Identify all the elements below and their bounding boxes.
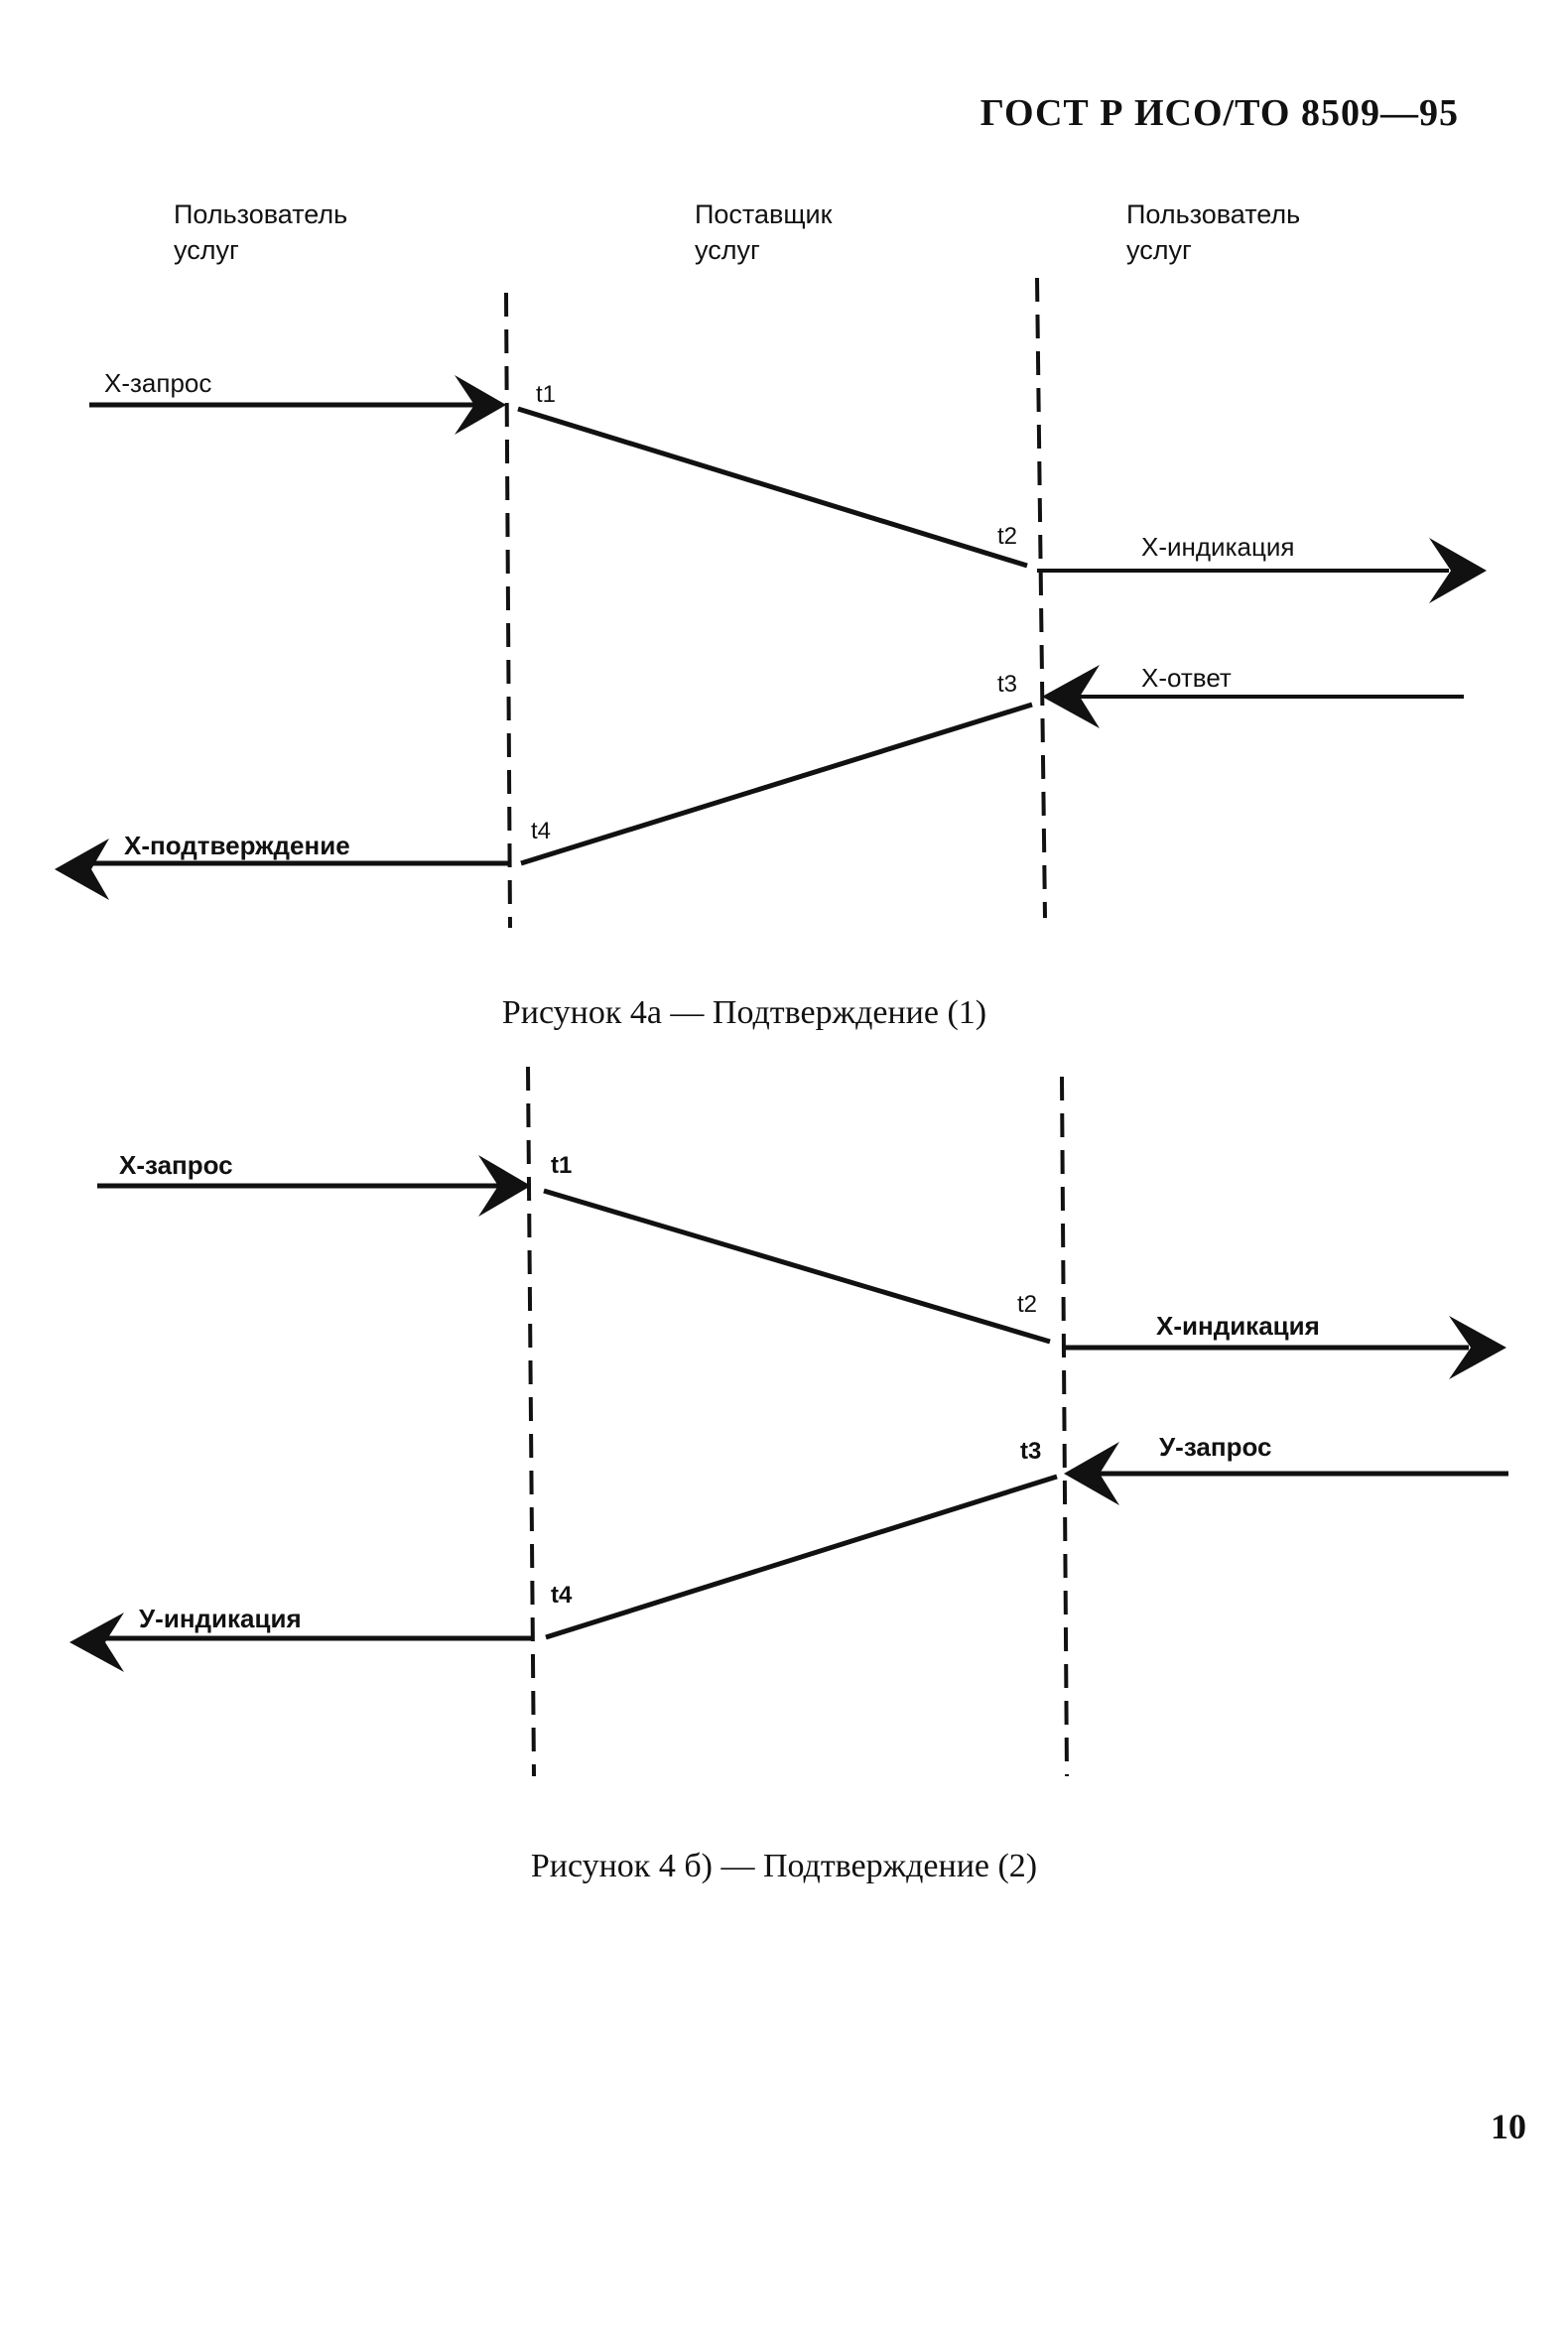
y-indication-arrowhead xyxy=(69,1613,124,1672)
label-request-a: Х-запрос xyxy=(104,368,211,398)
label-confirmation-a: Х-подтверждение xyxy=(124,831,350,860)
time-label-t3-b: t3 xyxy=(1020,1438,1041,1465)
time-label-t4-b: t4 xyxy=(551,1582,573,1609)
column-heading-middle: Поставщик услуг xyxy=(695,196,832,268)
column-heading-left-line2: услуг xyxy=(174,235,239,265)
indication-arrowhead xyxy=(1429,538,1487,603)
column-heading-middle-line2: услуг xyxy=(695,235,760,265)
time-label-t2-b: t2 xyxy=(1017,1291,1037,1318)
time-label-t4-a: t4 xyxy=(531,818,551,844)
message-line-t1-t2 xyxy=(517,406,1028,569)
lifeline-user-left-b xyxy=(526,1066,536,1777)
figure-4b-labels: Х-запрос Х-индикация У-запрос У-индикаци… xyxy=(119,1150,1320,1633)
figure-4a-labels: Х-запрос Х-индикация Х-ответ Х-подтвержд… xyxy=(104,368,1294,860)
figure-4b xyxy=(69,1066,1508,1777)
column-heading-right-line1: Пользователь xyxy=(1126,199,1301,229)
label-response-a: Х-ответ xyxy=(1141,663,1232,693)
document-code: ГОСТ Р ИСО/ТО 8509—95 xyxy=(980,92,1459,134)
column-heading-right-line2: услуг xyxy=(1126,235,1192,265)
confirmation-arrowhead xyxy=(55,839,109,900)
message-line-t1-t2-b xyxy=(543,1188,1051,1345)
time-label-t1-a: t1 xyxy=(536,381,556,408)
figure-caption-4b: Рисунок 4 б) — Подтверждение (2) xyxy=(530,1848,1038,1884)
label-indication-a: Х-индикация xyxy=(1141,532,1294,562)
label-request-b: Х-запрос xyxy=(119,1150,233,1180)
y-request-arrowhead xyxy=(1064,1442,1119,1505)
page-number: 10 xyxy=(1491,2107,1526,2146)
request-arrowhead-b xyxy=(478,1155,531,1217)
indication-arrowhead-b xyxy=(1449,1316,1506,1379)
time-label-t2-a: t2 xyxy=(997,523,1017,550)
figure-caption-4a: Рисунок 4а — Подтверждение (1) xyxy=(501,994,987,1031)
request-arrowhead xyxy=(455,375,506,435)
label-y-indication: У-индикация xyxy=(139,1604,302,1633)
message-line-t3-t4-b xyxy=(545,1474,1058,1640)
column-heading-left-line1: Пользователь xyxy=(174,199,348,229)
column-heading-left: Пользователь услуг xyxy=(174,196,347,268)
figure-4a xyxy=(55,277,1487,929)
label-y-request: У-запрос xyxy=(1159,1432,1271,1462)
message-line-t3-t4 xyxy=(520,702,1033,866)
time-label-t1-b: t1 xyxy=(551,1152,572,1179)
response-arrowhead xyxy=(1042,665,1100,728)
lifeline-user-left xyxy=(504,292,512,929)
lifeline-user-right-b xyxy=(1060,1076,1069,1777)
label-indication-b: Х-индикация xyxy=(1156,1311,1320,1341)
lifeline-user-right xyxy=(1035,277,1047,919)
time-label-t3-a: t3 xyxy=(997,671,1017,698)
column-heading-right: Пользователь услуг xyxy=(1126,196,1300,268)
column-heading-middle-line1: Поставщик xyxy=(695,199,833,229)
